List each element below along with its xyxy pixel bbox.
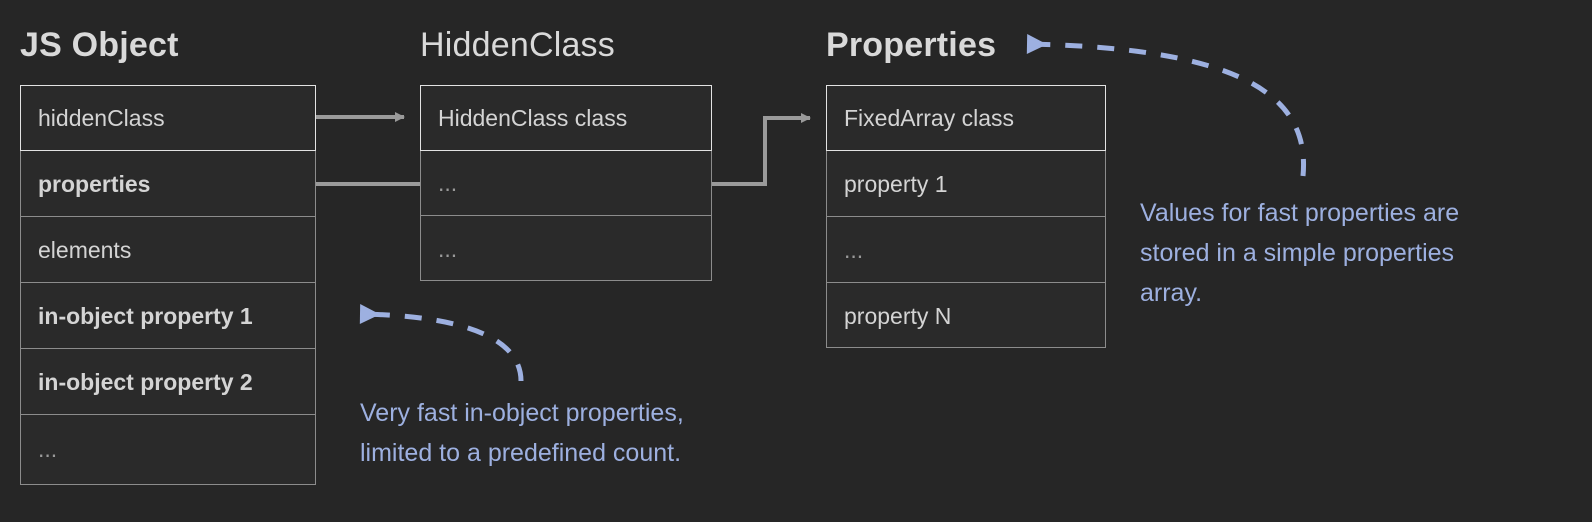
- properties-row-property-n[interactable]: property N: [827, 283, 1105, 348]
- js-object-row-in-object-property-1[interactable]: in-object property 1: [21, 283, 315, 349]
- js-object-row-elements[interactable]: elements: [21, 217, 315, 283]
- js-object-row-label: properties: [38, 170, 151, 197]
- js-object-struct: hiddenClass properties elements in-objec…: [20, 85, 316, 485]
- column-title-js-object: JS Object: [20, 26, 179, 64]
- hidden-class-row-label: HiddenClass class: [438, 105, 628, 131]
- properties-row-label: ...: [844, 236, 864, 263]
- hidden-class-struct: HiddenClass class ... ...: [420, 85, 712, 281]
- hidden-class-row-ellipsis-2[interactable]: ...: [421, 216, 711, 281]
- properties-row-label: property N: [844, 302, 952, 329]
- js-object-row-in-object-property-2[interactable]: in-object property 2: [21, 349, 315, 415]
- hidden-class-row-label: ...: [438, 235, 458, 262]
- js-object-row-label: in-object property 1: [38, 302, 253, 329]
- hidden-class-row-ellipsis-1[interactable]: ...: [421, 151, 711, 216]
- hidden-class-row-label: ...: [438, 170, 458, 196]
- column-title-properties: Properties: [826, 26, 997, 64]
- annotation-fast-properties: Values for fast properties are stored in…: [1140, 199, 1460, 307]
- js-object-row-label: in-object property 2: [38, 368, 253, 395]
- properties-row-label: property 1: [844, 170, 948, 197]
- js-object-row-hiddenclass[interactable]: hiddenClass: [20, 85, 316, 151]
- properties-struct: FixedArray class property 1 ... property…: [826, 85, 1106, 348]
- js-object-row-properties[interactable]: properties: [21, 151, 315, 217]
- callout-arrow-in-object: [359, 304, 524, 382]
- properties-row-fixedarray-class[interactable]: FixedArray class: [826, 85, 1106, 151]
- js-object-row-label: elements: [38, 236, 132, 263]
- js-object-row-ellipsis[interactable]: ...: [21, 415, 315, 483]
- properties-row-property-1[interactable]: property 1: [827, 151, 1105, 217]
- properties-row-label: FixedArray class: [844, 105, 1014, 131]
- column-title-hidden-class: HiddenClass: [420, 26, 615, 64]
- properties-row-ellipsis[interactable]: ...: [827, 217, 1105, 283]
- js-object-row-label: hiddenClass: [38, 105, 165, 131]
- annotation-in-object-properties: Very fast in-object properties, limited …: [360, 399, 684, 467]
- js-object-row-label: ...: [38, 436, 58, 462]
- hidden-class-row-class[interactable]: HiddenClass class: [420, 85, 712, 151]
